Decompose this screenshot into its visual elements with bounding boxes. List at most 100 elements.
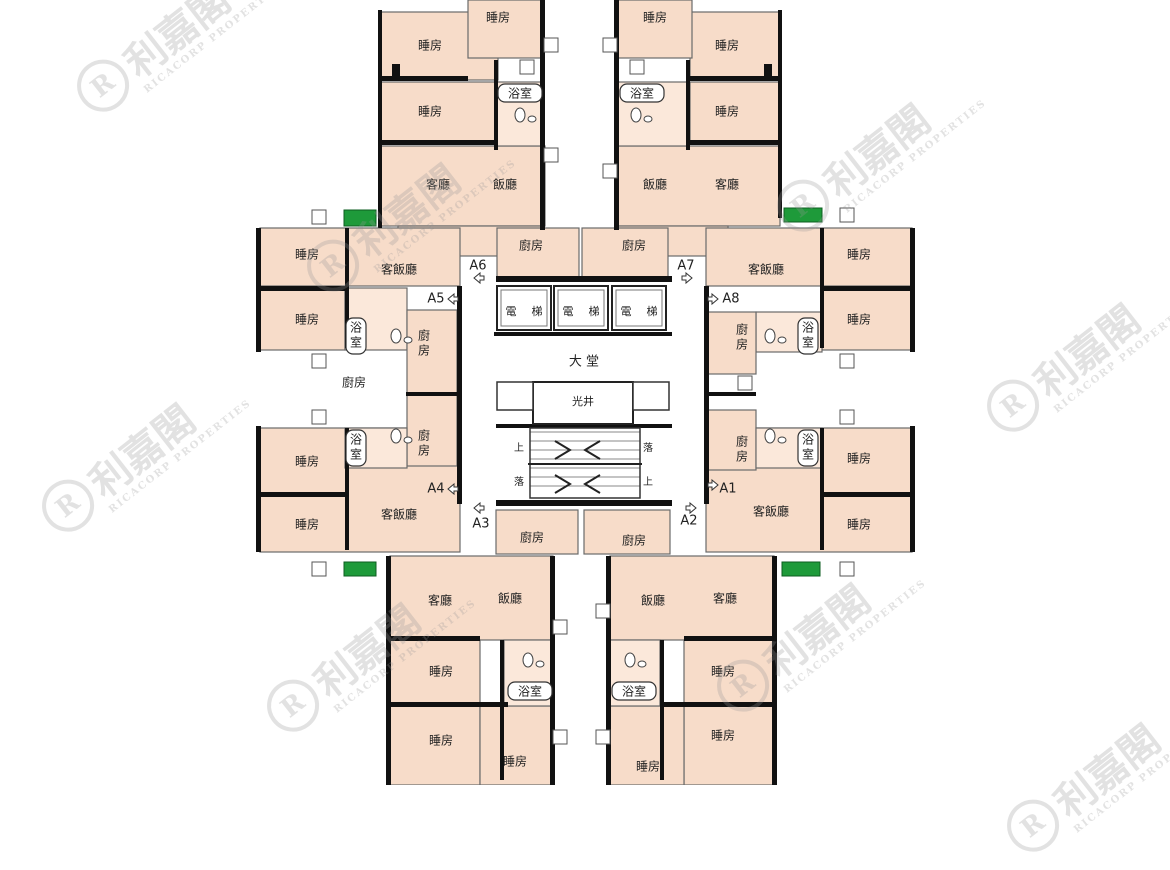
stairs-up-label: 上 (514, 442, 524, 454)
wall (345, 228, 349, 348)
toilet-icon (630, 107, 642, 123)
basin-icon (643, 115, 653, 123)
toilet-icon (514, 107, 526, 123)
duct (632, 381, 670, 411)
living-dining-label: 客飯廳 (753, 504, 789, 519)
ricacorp-logo-icon: R (996, 789, 1070, 863)
wall (550, 556, 555, 785)
window-sill (737, 375, 753, 391)
dining-room-label: 飯廳 (498, 591, 522, 606)
kitchen-label: 廚房 (519, 238, 543, 253)
basin-icon (777, 336, 787, 344)
living-dining (259, 227, 461, 287)
kitchen-label: 房 (736, 337, 748, 352)
wall (256, 426, 261, 552)
stair-arrow-icon (583, 440, 601, 460)
wall (378, 10, 382, 228)
kitchen (707, 311, 757, 375)
entry-arrow-icon (707, 292, 719, 306)
basin-icon (403, 436, 413, 444)
window-sill (595, 729, 611, 745)
bathtub (619, 83, 665, 103)
window-sill (602, 163, 618, 179)
lift (496, 285, 552, 331)
wall (690, 76, 780, 81)
lift-label: 電 (506, 305, 517, 318)
stairs-up-label: 上 (643, 476, 653, 488)
bedroom (467, 0, 545, 59)
kitchen (583, 509, 671, 555)
kitchen-label: 廚房 (622, 238, 646, 253)
window-sill (311, 409, 327, 425)
lift-car (500, 289, 548, 327)
window-sill (543, 147, 559, 163)
wall (686, 60, 690, 150)
entry-arrow-icon (685, 501, 697, 515)
bathroom-label: 室 (350, 447, 362, 462)
lift-label: 梯 (647, 305, 658, 318)
entry-arrow-icon (473, 271, 485, 285)
dining-room-label: 飯廳 (643, 177, 667, 192)
unit-label-a2: A2 (680, 514, 697, 529)
kitchen-label: 房 (736, 449, 748, 464)
stair-arrow-icon (554, 474, 572, 494)
bathroom-label: 浴室 (518, 684, 542, 699)
bedroom-label: 睡房 (715, 104, 739, 119)
kitchen-label: 廚 (736, 322, 748, 337)
bathroom-label: 浴 (350, 321, 362, 335)
kitchen (707, 409, 757, 471)
bathtub (611, 681, 657, 701)
bedroom (617, 0, 693, 59)
kitchen (581, 227, 669, 279)
basin-icon (535, 660, 545, 668)
stair-arrow-icon (583, 474, 601, 494)
basin-icon (777, 436, 787, 444)
unit-label-a3: A3 (472, 517, 489, 532)
corridor-wall (706, 392, 756, 396)
window-sill (629, 59, 645, 75)
living-dining (705, 227, 913, 287)
core-wall (496, 276, 672, 282)
wall (258, 286, 346, 291)
balcony (343, 561, 377, 577)
kitchen (406, 309, 458, 395)
light-well (532, 381, 634, 425)
living-room-label: 客廳 (713, 591, 737, 606)
bathtub (345, 317, 367, 355)
kitchen-label: 廚房 (622, 533, 646, 548)
bedroom-label: 睡房 (429, 733, 453, 748)
lift-car (557, 289, 605, 327)
bathroom-label: 浴 (802, 433, 814, 447)
wall (910, 426, 915, 552)
wall (606, 556, 611, 785)
kitchen-label: 廚 (736, 434, 748, 449)
wall (764, 64, 772, 76)
corridor-wall (457, 286, 462, 504)
toilet-icon (624, 652, 636, 668)
light-well-label: 光井 (572, 394, 594, 408)
window-sill (311, 209, 327, 225)
bedroom-label: 睡房 (295, 517, 319, 532)
fixtures-layer (311, 37, 855, 745)
bedroom (609, 705, 685, 785)
kitchen (406, 393, 458, 467)
lift (611, 285, 667, 331)
bathtub (497, 83, 543, 103)
bedroom-label: 睡房 (295, 247, 319, 262)
window-sill (311, 353, 327, 369)
bedroom-label: 睡房 (847, 517, 871, 532)
core-wall (496, 500, 672, 506)
kitchen (496, 227, 580, 279)
window-sill (595, 603, 611, 619)
unit-label-a6: A6 (469, 259, 486, 274)
wall (778, 10, 782, 218)
bathroom-label: 室 (350, 335, 362, 350)
stairs-down-label: 落 (643, 442, 653, 454)
bathroom-label: 浴 (802, 321, 814, 335)
window-sill (543, 37, 559, 53)
unit-label-a4: A4 (427, 482, 444, 497)
kitchen-label: 廚房 (520, 530, 544, 545)
walls-layer (256, 0, 915, 785)
bedroom-label: 睡房 (295, 454, 319, 469)
wall (690, 140, 780, 145)
